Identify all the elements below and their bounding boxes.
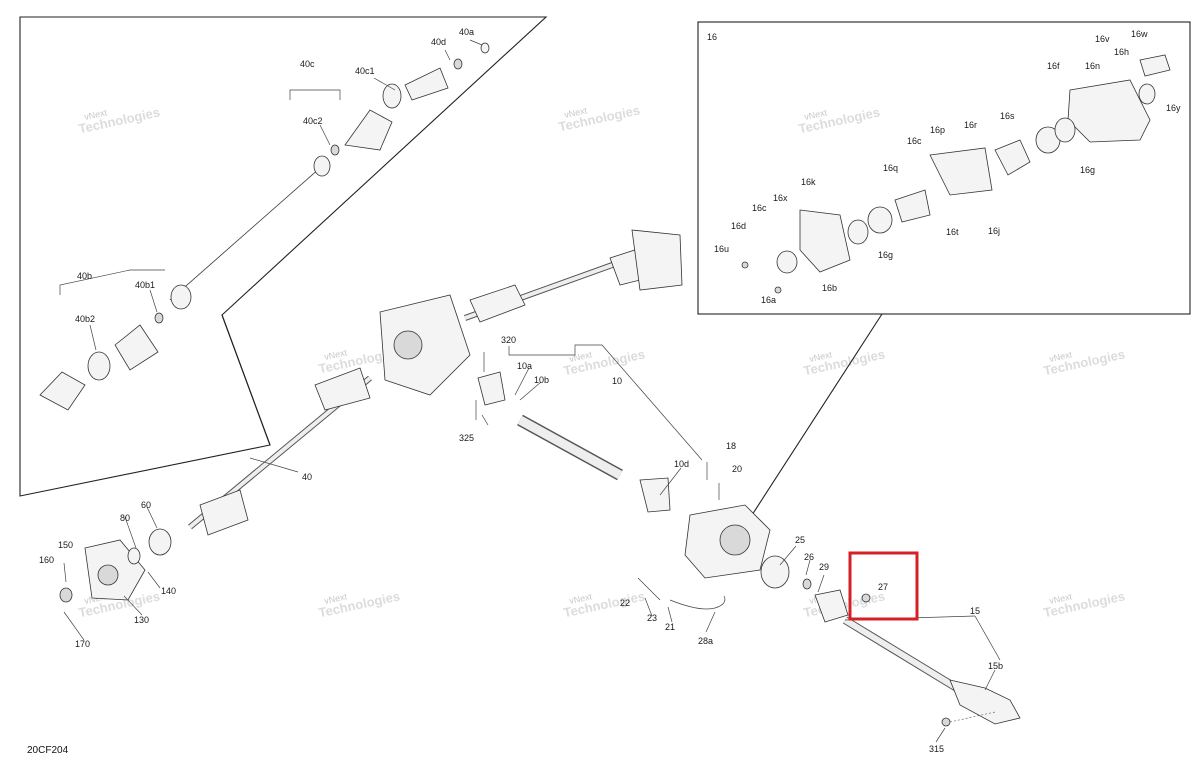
watermark-line2: Technologies: [562, 588, 646, 620]
callout-label: 16g: [878, 250, 893, 260]
callout-label: 80: [120, 513, 130, 523]
watermark: vNext Technologies: [562, 588, 646, 620]
callout-label: 16r: [964, 120, 977, 130]
callout-label: 16a: [761, 295, 776, 305]
watermark-line2: Technologies: [317, 588, 401, 620]
callout-label: 10: [612, 376, 622, 386]
callout-label: 40c2: [303, 116, 323, 126]
watermark-line1: vNext: [803, 107, 828, 122]
leader-lines: [59, 39, 1001, 743]
callout-label: 40b2: [75, 314, 95, 324]
watermark-line1: vNext: [563, 105, 588, 120]
drawing-code: 20CF204: [27, 745, 69, 756]
callout-label: 130: [134, 615, 149, 625]
watermark-line2: Technologies: [557, 102, 641, 134]
callout-label: 160: [39, 555, 54, 565]
watermark-line1: vNext: [808, 349, 833, 364]
watermark: vNext Technologies: [1042, 588, 1126, 620]
callout-label: 23: [647, 613, 657, 623]
callout-label: 16y: [1166, 103, 1181, 113]
watermark-line1: vNext: [323, 591, 348, 606]
watermark: vNext Technologies: [562, 346, 646, 378]
highlight-callout-label: 27: [878, 582, 888, 592]
watermark-line1: vNext: [323, 347, 348, 362]
callout-label: 40: [302, 472, 312, 482]
highlighted-callout: 27: [848, 551, 919, 621]
callout-label: 170: [75, 639, 90, 649]
callout-label: 16q: [883, 163, 898, 173]
highlight-box: [848, 551, 919, 621]
callout-label: 18: [726, 441, 736, 451]
callout-label: 40b: [77, 271, 92, 281]
watermark: vNext Technologies: [77, 104, 161, 136]
callout-label: 315: [929, 744, 944, 754]
callout-label: 16h: [1114, 47, 1129, 57]
callout-label: 20: [732, 464, 742, 474]
watermark-line2: Technologies: [1042, 346, 1126, 378]
callout-label: 16n: [1085, 61, 1100, 71]
callout-label: 25: [795, 535, 805, 545]
watermark: vNext Technologies: [802, 346, 886, 378]
callout-label: 16b: [822, 283, 837, 293]
callout-label: 16j: [988, 226, 1000, 236]
right-inset-parts: [741, 54, 1171, 294]
inset-title: 16: [707, 32, 717, 42]
callout-label: 16k: [801, 177, 816, 187]
callout-label: 16u: [714, 244, 729, 254]
callout-label: 40c1: [355, 66, 375, 76]
left-inset-frame: [19, 16, 548, 497]
right-inset-pointer: [751, 313, 883, 516]
watermark: vNext Technologies: [1042, 346, 1126, 378]
callout-label: 40a: [459, 27, 474, 37]
callout-label: 40d: [431, 37, 446, 47]
callout-label: 325: [459, 433, 474, 443]
callout-label: 10d: [674, 459, 689, 469]
callout-label: 10b: [534, 375, 549, 385]
callout-label: 26: [804, 552, 814, 562]
watermark-line1: vNext: [83, 107, 108, 122]
watermark-line2: Technologies: [1042, 588, 1126, 620]
watermark-line1: vNext: [568, 591, 593, 606]
callout-label: 150: [58, 540, 73, 550]
watermark-line2: Technologies: [802, 346, 886, 378]
callout-label: 29: [819, 562, 829, 572]
callout-label: 15b: [988, 661, 1003, 671]
watermark-line1: vNext: [1048, 349, 1073, 364]
left-inset-parts: [39, 42, 490, 411]
callout-label: 40b1: [135, 280, 155, 290]
watermark: vNext Technologies: [797, 104, 881, 136]
callout-label: 16v: [1095, 34, 1110, 44]
callout-label: 16g: [1080, 165, 1095, 175]
callout-label: 16f: [1047, 61, 1060, 71]
callout-label: 60: [141, 500, 151, 510]
watermark-line2: Technologies: [77, 104, 161, 136]
watermark: vNext Technologies: [317, 588, 401, 620]
callout-label: 140: [161, 586, 176, 596]
callout-label: 15: [970, 606, 980, 616]
callout-label: 28a: [698, 636, 713, 646]
callout-label: 10a: [517, 361, 532, 371]
callout-label: 16c: [907, 136, 922, 146]
callout-label: 16w: [1131, 29, 1148, 39]
right-inset-frame: [697, 21, 1191, 315]
callout-label: 16c: [752, 203, 767, 213]
watermark-line2: Technologies: [797, 104, 881, 136]
callout-label: 320: [501, 335, 516, 345]
callout-labels: 320 10a 10b 10 325 18 20 10d 40 60 80 15…: [39, 27, 1181, 754]
watermark-line1: vNext: [568, 349, 593, 364]
main-assembly-parts: [59, 229, 1021, 727]
callout-label: 16d: [731, 221, 746, 231]
callout-label: 40c: [300, 59, 315, 69]
watermark: vNext Technologies: [557, 102, 641, 134]
callout-label: 16s: [1000, 111, 1015, 121]
callout-label: 22: [620, 598, 630, 608]
callout-label: 21: [665, 622, 675, 632]
callout-label: 16p: [930, 125, 945, 135]
left-inset-pointer: [221, 314, 271, 446]
callout-label: 16x: [773, 193, 788, 203]
callout-label: 16t: [946, 227, 959, 237]
watermark-line1: vNext: [1048, 591, 1073, 606]
